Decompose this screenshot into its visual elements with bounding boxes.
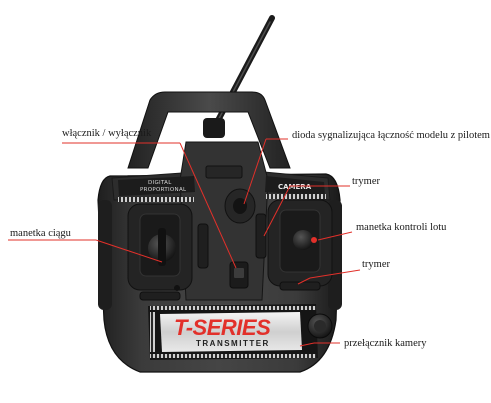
- panel-label-digital: DIGITAL: [148, 180, 172, 186]
- carry-handle: [127, 91, 291, 169]
- camera-switch[interactable]: [307, 313, 333, 339]
- digital-proportional-panel: DIGITAL PROPORTIONAL: [118, 176, 195, 196]
- callout-power-switch: włącznik / wyłącznik: [62, 128, 152, 139]
- flight-control-stick[interactable]: [267, 199, 333, 287]
- brand-subtitle: TRANSMITTER: [196, 339, 270, 348]
- callout-flight-stick: manetka kontroli lotu: [356, 222, 447, 233]
- right-horizontal-trim[interactable]: [279, 281, 321, 291]
- power-switch[interactable]: [229, 261, 249, 289]
- link-led: [224, 188, 256, 224]
- callout-link-led: dioda sygnalizująca łączność modelu z pi…: [292, 130, 490, 141]
- throttle-stick[interactable]: [127, 203, 193, 291]
- callout-camera-switch: przełącznik kamery: [344, 338, 427, 349]
- right-vertical-trim[interactable]: [255, 213, 267, 259]
- camera-panel-label: CAMERA: [278, 183, 312, 191]
- callout-trim-upper: trymer: [352, 176, 380, 187]
- callout-trim-lower: trymer: [362, 259, 390, 270]
- callout-throttle-stick: manetka ciągu: [10, 228, 72, 239]
- callout-leaders: [8, 138, 361, 347]
- ridge-strip-left: [118, 197, 194, 202]
- left-vertical-trim[interactable]: [197, 223, 209, 269]
- brand-plate: T-SERIES TRANSMITTER: [148, 304, 318, 360]
- panel-label-proportional: PROPORTIONAL: [140, 187, 187, 193]
- brand-logo: T-SERIES: [174, 315, 271, 340]
- left-horizontal-trim[interactable]: [139, 291, 181, 301]
- ridge-strip-right: [266, 194, 326, 199]
